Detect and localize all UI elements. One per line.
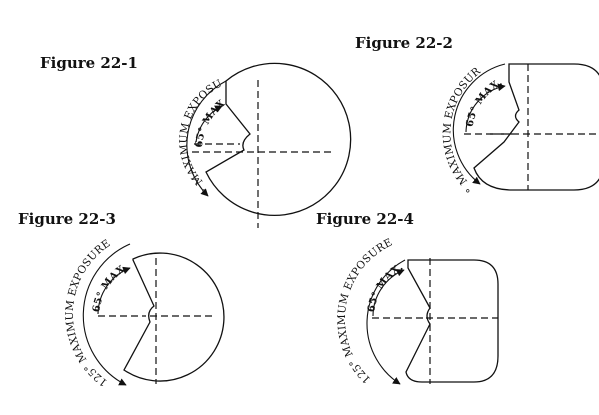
figure-title: Figure 22-2 — [355, 34, 453, 52]
inner-exposure-label: 65° MAX. — [91, 262, 130, 313]
figure-title: Figure 22-1 — [40, 54, 138, 72]
outer-exposure-arc — [82, 243, 131, 386]
inner-exposure-arc — [465, 83, 506, 133]
inner-exposure-arc — [195, 105, 223, 143]
inner-exposure-label: 65° MAX. — [366, 262, 405, 313]
outer-exposure-label: 90° MAXIMUM EXPOSURE — [0, 0, 484, 195]
cut-shape-outline — [123, 252, 225, 382]
cut-shape-outline — [473, 63, 599, 191]
outer-exposure-arc — [186, 80, 227, 197]
cut-shape-outline — [405, 259, 499, 383]
figure-22-4: Figure 22-4 125° MAXIMUM EXPOSURE 65° MA… — [316, 210, 499, 386]
inner-exposure-arc — [372, 269, 405, 317]
figure-title: Figure 22-3 — [18, 210, 116, 228]
figure-title: Figure 22-4 — [316, 210, 414, 228]
outer-exposure-arc — [366, 259, 406, 385]
outer-exposure-label: 125° MAXIMUM EXPOSURE — [336, 236, 395, 385]
figure-22-2: Figure 22-2 90° MAXIMUM EXPOSURE 65° MAX… — [0, 0, 599, 195]
inner-exposure-label: 65° MAX. — [0, 0, 227, 148]
cut-shape-outline — [205, 62, 352, 217]
inner-exposure-arc — [97, 266, 131, 315]
figure-22-3: Figure 22-3 125° MAXIMUM EXPOSURE 65° MA… — [18, 210, 225, 389]
outer-exposure-label: 125° MAXIMUM EXPOSURE — [64, 237, 113, 388]
figure-22-1: Figure 22-1 90° MAXIMUM EXPOSURE 65° MAX… — [0, 0, 352, 228]
outer-exposure-label: 90° MAXIMUM EXPOSURE — [0, 0, 224, 195]
outer-exposure-arc — [452, 63, 506, 185]
